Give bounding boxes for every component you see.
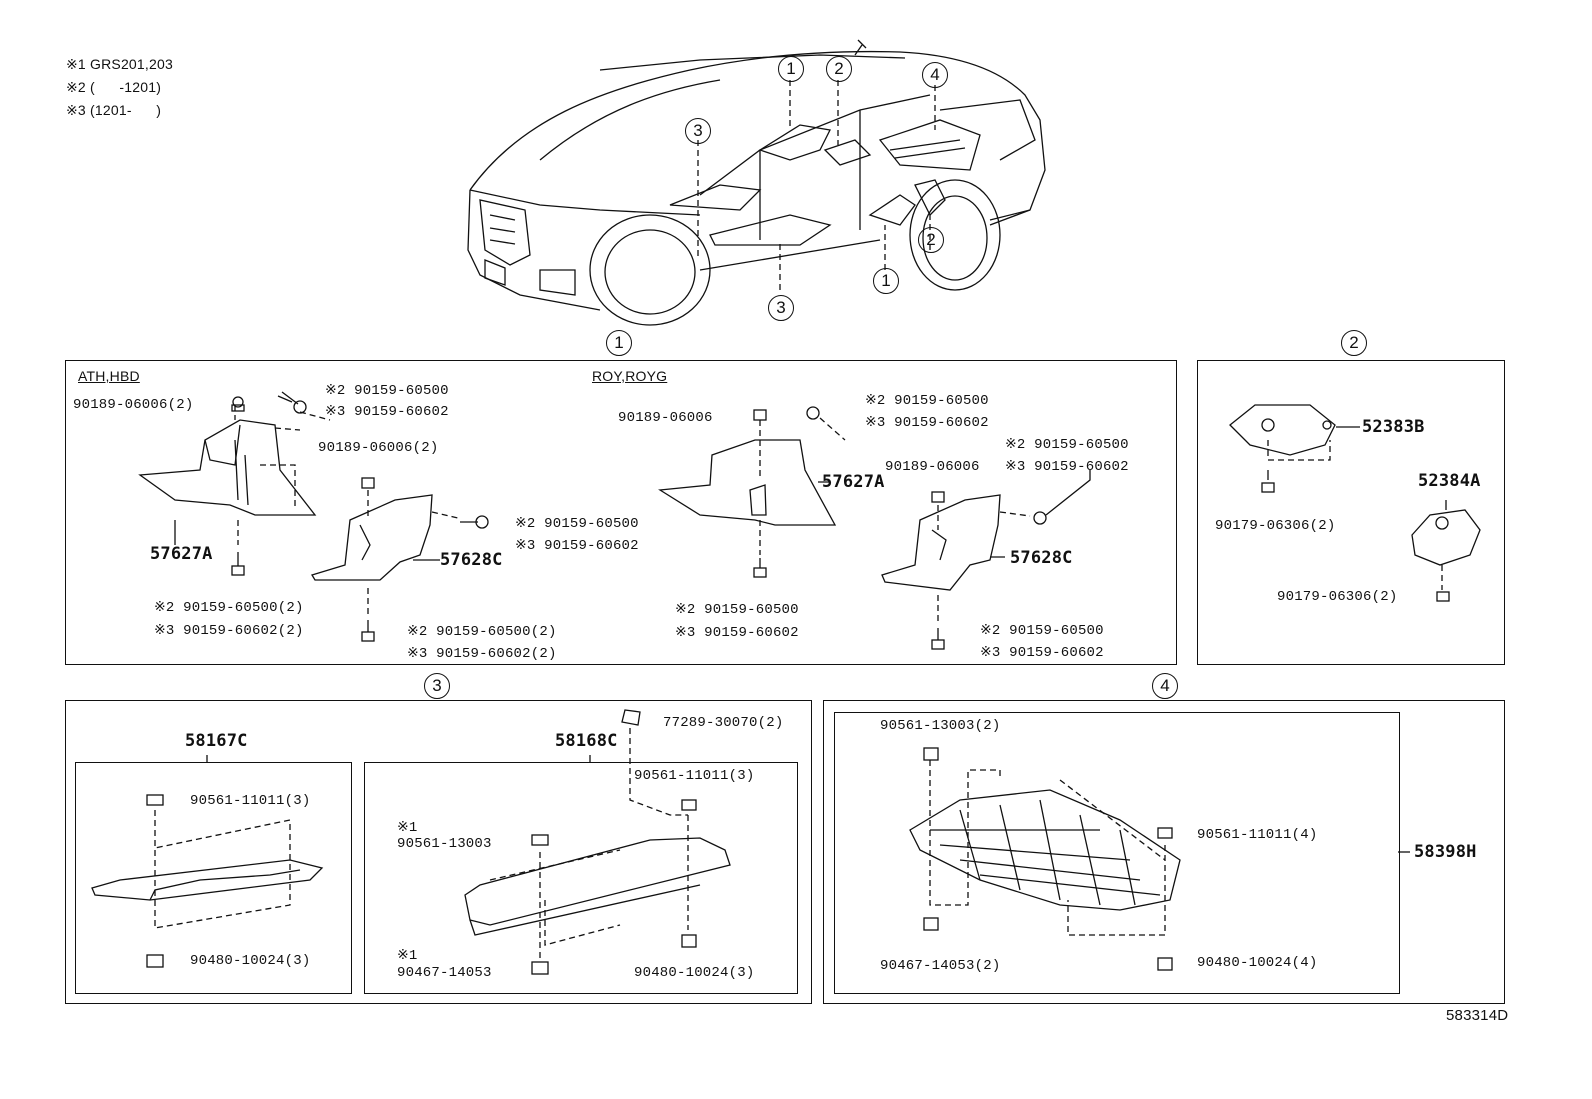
part-52384A: 52384A (1418, 471, 1481, 491)
fastener-90179-06306-a: 90179-06306(2) (1215, 518, 1336, 534)
fastener-note-1a: ※1 (397, 820, 418, 836)
fastener-90561-11011-3a: 90561-11011(3) (190, 793, 311, 809)
fastener-f12a: ※2 90159-60500 (980, 623, 1104, 639)
fastener-f2b: ※3 90159-60602 (325, 404, 449, 420)
fastener-90480-10024-4: 90480-10024(4) (1197, 955, 1318, 971)
fastener-f11b: ※3 90159-60602 (1005, 459, 1129, 475)
car-callout-1: 1 (778, 56, 804, 82)
fastener-90467-14053: 90467-14053 (397, 965, 492, 981)
fastener-f5b: ※3 90159-60602(2) (154, 623, 304, 639)
note-1: ※1 GRS201,203 (66, 56, 173, 72)
section3-artwork (91, 709, 731, 975)
note-3: ※3 (1201- ) (66, 102, 162, 118)
car-callout-2: 2 (826, 56, 852, 82)
section1-frame (65, 360, 1177, 665)
car-callout-2b: 2 (918, 227, 944, 253)
fastener-90480-10024-3a: 90480-10024(3) (190, 953, 311, 969)
fastener-f9a: ※2 90159-60500 (675, 602, 799, 618)
section1-artwork (138, 391, 1091, 650)
fastener-77289-30070: 77289-30070(2) (663, 715, 784, 731)
section1-right-variant: ROY,ROYG (592, 368, 668, 384)
car-illustration (467, 39, 1046, 326)
section2-callout: 2 (1341, 330, 1367, 356)
fastener-f4b: ※3 90159-60602 (515, 538, 639, 554)
section2-artwork (1229, 404, 1481, 602)
car-callout-3: 3 (685, 118, 711, 144)
section4-subframe (834, 712, 1400, 994)
part-58398H: 58398H (1414, 842, 1477, 862)
section3-subframe-58167C (75, 762, 352, 994)
fastener-90467-14053-2: 90467-14053(2) (880, 958, 1001, 974)
fastener-f10: 90189-06006 (885, 459, 980, 475)
part-57627A-left: 57627A (150, 544, 213, 564)
fastener-90480-10024-3b: 90480-10024(3) (634, 965, 755, 981)
section3-subframe-58168C (364, 762, 798, 994)
note-2: ※2 ( -1201) (66, 79, 162, 95)
part-58167C: 58167C (185, 731, 248, 751)
section4-callout: 4 (1152, 673, 1178, 699)
section2-frame (1197, 360, 1505, 665)
section1-left-variant: ATH,HBD (78, 368, 140, 384)
section4-artwork (909, 747, 1410, 971)
fastener-f7: 90189-06006 (618, 410, 713, 426)
fastener-90561-11011-4: 90561-11011(4) (1197, 827, 1318, 843)
section4-frame (823, 700, 1505, 1004)
diagram-code: 583314D (1446, 1007, 1509, 1024)
fastener-90561-13003: 90561-13003 (397, 836, 492, 852)
fastener-f12b: ※3 90159-60602 (980, 645, 1104, 661)
fastener-f6a: ※2 90159-60500(2) (407, 624, 557, 640)
fastener-f2a: ※2 90159-60500 (325, 383, 449, 399)
leader-lines (174, 426, 1447, 762)
fastener-90561-13003-2: 90561-13003(2) (880, 718, 1001, 734)
fastener-f4a: ※2 90159-60500 (515, 516, 639, 532)
fastener-f11a: ※2 90159-60500 (1005, 437, 1129, 453)
part-58168C: 58168C (555, 731, 618, 751)
car-callout-3b: 3 (768, 295, 794, 321)
part-57627A-right: 57627A (822, 472, 885, 492)
fastener-90179-06306-b: 90179-06306(2) (1277, 589, 1398, 605)
section3-frame (65, 700, 812, 1004)
part-57628C-right: 57628C (1010, 548, 1073, 568)
car-callout-1b: 1 (873, 268, 899, 294)
fastener-note-1b: ※1 (397, 948, 418, 964)
part-52383B: 52383B (1362, 417, 1425, 437)
fastener-90189-06006-2: 90189-06006(2) (73, 397, 194, 413)
fastener-f3: 90189-06006(2) (318, 440, 439, 456)
fastener-f8a: ※2 90159-60500 (865, 393, 989, 409)
fastener-90561-11011-3b: 90561-11011(3) (634, 768, 755, 784)
section3-callout: 3 (424, 673, 450, 699)
car-callout-4: 4 (922, 62, 948, 88)
fastener-f6b: ※3 90159-60602(2) (407, 646, 557, 662)
fastener-f8b: ※3 90159-60602 (865, 415, 989, 431)
fastener-f9b: ※3 90159-60602 (675, 625, 799, 641)
fastener-f5a: ※2 90159-60500(2) (154, 600, 304, 616)
section1-callout: 1 (606, 330, 632, 356)
part-57628C-left: 57628C (440, 550, 503, 570)
